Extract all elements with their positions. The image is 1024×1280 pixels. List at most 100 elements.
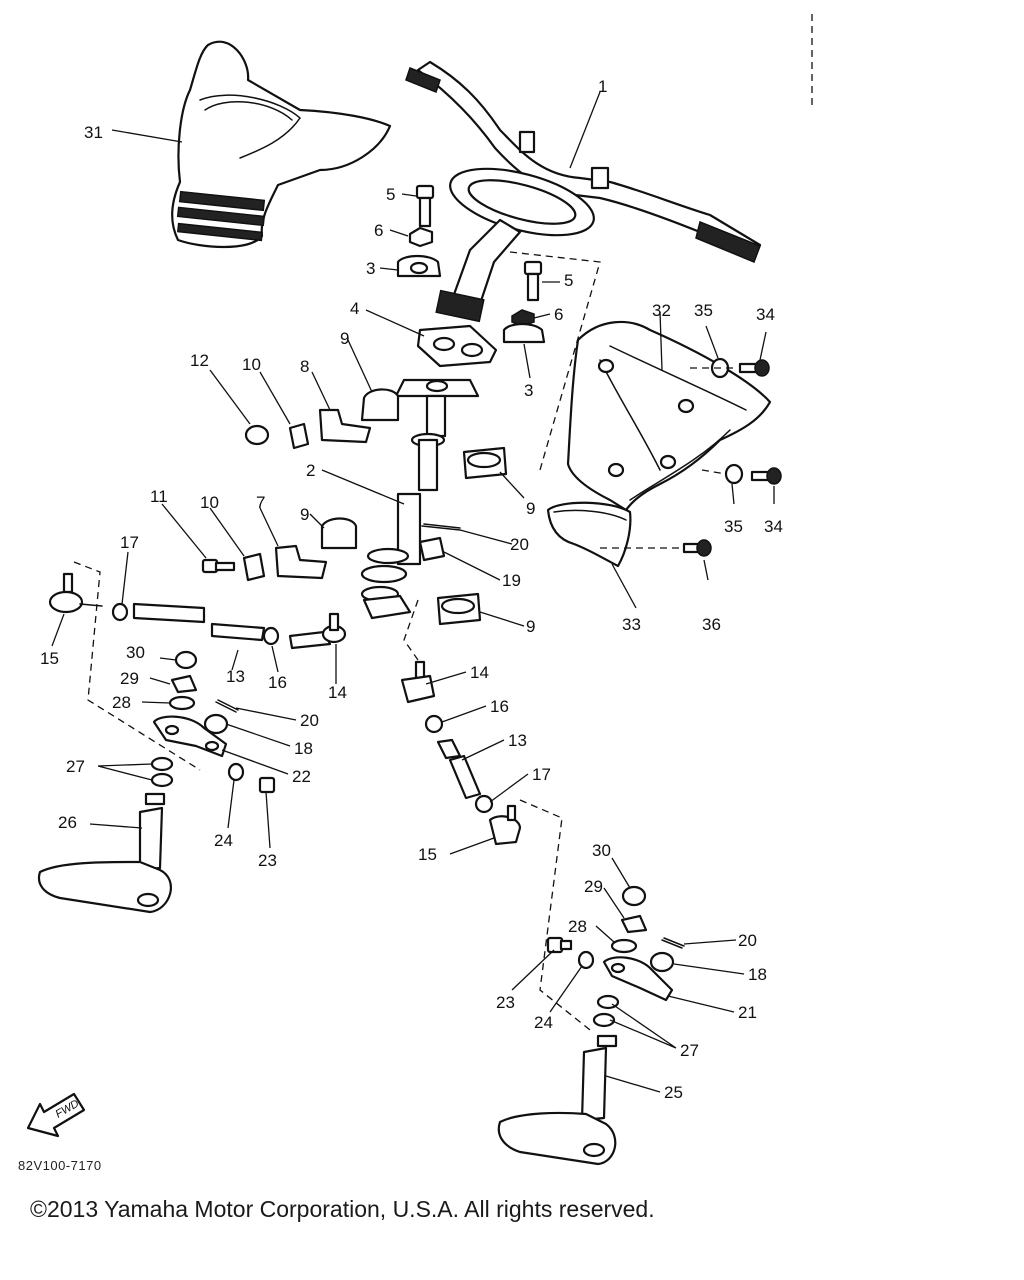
part-20-cotter-pin-left [215, 699, 239, 713]
callout-9: 9 [300, 505, 309, 524]
part-3-clamp-upper [396, 254, 442, 278]
part-20-cotter-pin-upper [421, 523, 461, 531]
callout-12: 12 [190, 351, 209, 370]
callout-9: 9 [526, 617, 535, 636]
callout-22: 22 [292, 767, 311, 786]
part-31-handlebar-cover [171, 40, 392, 249]
drawing-code: 82V100-7170 [18, 1158, 102, 1173]
callout-17: 17 [120, 533, 139, 552]
callout-27: 27 [66, 757, 85, 776]
callout-24: 24 [534, 1013, 553, 1032]
part-13-tie-rod-left [132, 602, 266, 642]
part-23-bolt-left [258, 776, 276, 794]
part-9-bushing-right-lower [436, 592, 482, 626]
callout-36: 36 [702, 615, 721, 634]
part-23-bolt-right [546, 936, 573, 954]
part-24-collar-left [227, 762, 245, 782]
part-7-bracket [274, 544, 328, 580]
callout-29: 29 [584, 877, 603, 896]
callout-5: 5 [386, 185, 395, 204]
part-5-bolt-lower [523, 260, 543, 302]
part-22-knuckle-arm-left [152, 715, 228, 758]
callout-28: 28 [112, 693, 131, 712]
part-15-ball-joint-left [48, 572, 103, 614]
callout-6: 6 [554, 305, 563, 324]
part-17-locknut-right [474, 794, 494, 814]
callout-16: 16 [490, 697, 509, 716]
part-28-washer-right [610, 938, 638, 954]
part-9-holder-top [360, 388, 400, 422]
callout-3: 3 [366, 259, 375, 278]
callout-5: 5 [564, 271, 573, 290]
part-34-bolt-upper [738, 359, 770, 377]
part-5-bolt-upper [415, 184, 435, 228]
fwd-arrow: FWD [26, 1092, 86, 1138]
callout-35: 35 [724, 517, 743, 536]
callout-14: 14 [470, 663, 489, 682]
callout-3: 3 [524, 381, 533, 400]
part-16-locknut-left [262, 626, 280, 646]
callout-23: 23 [496, 993, 515, 1012]
callout-27: 27 [680, 1041, 699, 1060]
callout-9: 9 [526, 499, 535, 518]
part-34-bolt-lower [750, 467, 782, 485]
callout-1: 1 [598, 77, 607, 96]
part-28-washer-left [168, 695, 196, 711]
callout-15: 15 [418, 845, 437, 864]
part-1-handlebar [405, 60, 762, 471]
callout-25: 25 [664, 1083, 683, 1102]
part-6-nut-upper [408, 226, 434, 248]
part-3-clamp-lower [502, 322, 546, 344]
callout-8: 8 [300, 357, 309, 376]
part-24-collar-right [577, 950, 595, 970]
part-4-bracket [416, 324, 498, 368]
part-21-knuckle-arm-right [602, 956, 674, 1002]
callout-18: 18 [294, 739, 313, 758]
part-9-holder-mid [320, 517, 358, 550]
callout-30: 30 [592, 841, 611, 860]
callout-4: 4 [350, 299, 359, 318]
callout-24: 24 [214, 831, 233, 850]
callout-32: 32 [652, 301, 671, 320]
part-14-ball-joint-right [400, 660, 436, 704]
steering-exploded-diagram: FWD 1 31 5 6 3 5 6 3 4 9 8 10 12 2 9 9 7… [26, 14, 813, 1166]
callout-10: 10 [200, 493, 219, 512]
part-26-knuckle-left [37, 792, 172, 914]
callout-10: 10 [242, 355, 261, 374]
callout-29: 29 [120, 669, 139, 688]
part-18-nut-right [649, 951, 675, 973]
part-16-locknut-right [424, 714, 444, 734]
part-9-bushing-right-upper [462, 446, 508, 480]
part-30-cap-right [621, 885, 647, 907]
part-30-cap-left [174, 650, 198, 670]
part-14-ball-joint-left [288, 612, 347, 650]
callout-26: 26 [58, 813, 77, 832]
callout-31: 31 [84, 123, 103, 142]
part-12-cap [244, 424, 270, 446]
callout-17: 17 [532, 765, 551, 784]
callout-14: 14 [328, 683, 347, 702]
part-36-bolt [682, 539, 712, 557]
part-10-holder-lower [242, 552, 266, 582]
callout-30: 30 [126, 643, 145, 662]
leader-lines [51, 91, 775, 1093]
callout-18: 18 [748, 965, 767, 984]
callout-28: 28 [568, 917, 587, 936]
copyright-notice: ©2013 Yamaha Motor Corporation, U.S.A. A… [30, 1196, 655, 1222]
part-2-steering-column [360, 378, 480, 620]
part-27-washers-left [150, 756, 174, 788]
part-15-ball-joint-right [488, 804, 522, 846]
callout-2: 2 [306, 461, 315, 480]
callout-20: 20 [738, 931, 757, 950]
callout-20: 20 [510, 535, 529, 554]
callout-34: 34 [764, 517, 783, 536]
part-13-tie-rod-right [436, 738, 482, 800]
callout-33: 33 [622, 615, 641, 634]
callout-21: 21 [738, 1003, 757, 1022]
callout-35: 35 [694, 301, 713, 320]
part-20-cotter-pin-right [661, 937, 685, 949]
callout-20: 20 [300, 711, 319, 730]
part-29-clip-right [620, 914, 648, 934]
callout-9: 9 [340, 329, 349, 348]
callouts: 1 31 5 6 3 5 6 3 4 9 8 10 12 2 9 9 7 10 … [40, 77, 783, 1102]
